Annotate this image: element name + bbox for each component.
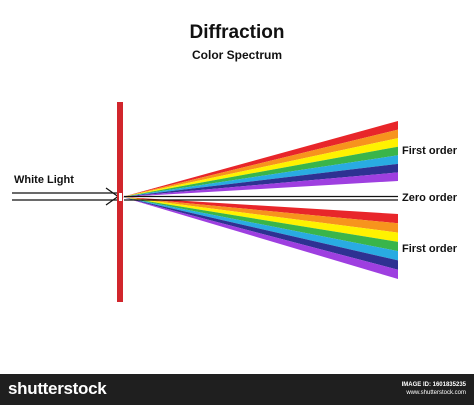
first-order-bottom-beam [122,197,398,279]
first-order-top-band-4 [122,146,398,197]
image-id: IMAGE ID: 1601835235 [401,382,466,388]
first-order-top-band-1 [122,121,398,197]
grating-barrier [117,102,123,302]
first-order-bottom-band-1 [122,197,398,224]
diffraction-drawing [12,102,398,302]
first-order-top-beam [122,121,398,197]
site-url: www.shutterstock.com [406,390,466,396]
diagram-title: Diffraction [189,22,285,43]
first-order-top-label: First order [402,145,458,157]
diagram-canvas: Diffraction Color Spectrum White Light F… [12,22,458,302]
white-light-label: White Light [14,174,74,186]
first-order-bottom-band-7 [122,197,398,279]
first-order-top-band-3 [122,138,398,197]
first-order-top-band-2 [122,129,398,197]
zero-order-label: Zero order [402,192,458,204]
diagram-subtitle: Color Spectrum [191,48,282,62]
first-order-top-band-7 [122,172,398,197]
shutterstock-logo: shutterstock [8,379,107,398]
first-order-top-band-6 [122,163,398,197]
first-order-bottom-band-2 [122,197,398,233]
first-order-bottom-label: First order [402,243,458,255]
white-light-arrow-icon [105,187,120,206]
image-id-block: IMAGE ID: 1601835235 www.shutterstock.co… [402,381,466,397]
stock-footer: shutterstock IMAGE ID: 1601835235 www.sh… [0,374,474,405]
first-order-top-band-5 [122,155,398,197]
grating-slit [119,193,122,201]
